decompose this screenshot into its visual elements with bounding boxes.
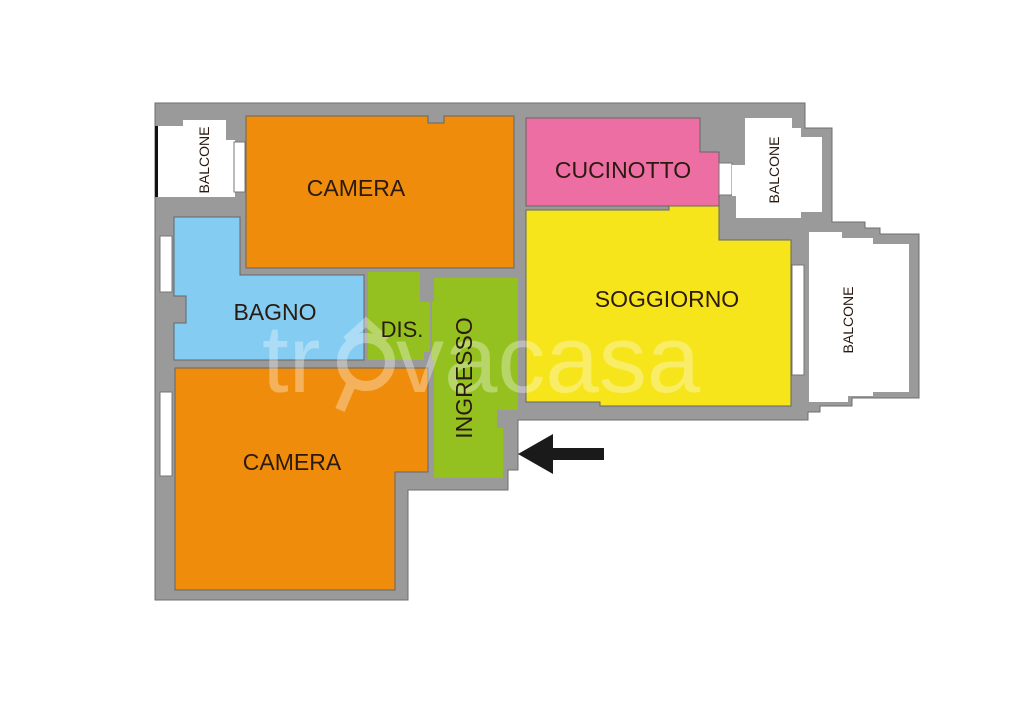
room-ingresso	[432, 278, 518, 478]
label-camera-bottom: CAMERA	[243, 449, 342, 475]
label-balcone-top-right: BALCONE	[766, 137, 782, 204]
balcone-top-right-area	[732, 118, 822, 218]
room-soggiorno	[525, 205, 792, 407]
window-balcone-left	[233, 141, 246, 193]
watermark: tr vacasa	[262, 306, 701, 413]
label-balcone-right: BALCONE	[840, 287, 856, 354]
room-cucinotto	[525, 117, 720, 207]
label-camera-top: CAMERA	[307, 175, 406, 201]
wall-dis-ingresso	[420, 270, 434, 302]
label-ingresso: INGRESSO	[451, 317, 477, 438]
room-camera-top	[245, 115, 515, 269]
balcone-left-rail	[155, 126, 158, 197]
watermark-text-rest: vacasa	[396, 306, 701, 413]
label-soggiorno: SOGGIORNO	[595, 286, 739, 312]
window-camera-bottom	[159, 391, 173, 477]
label-cucinotto: CUCINOTTO	[555, 157, 691, 183]
watermark-text-tr: tr	[262, 306, 321, 413]
window-cucinotto	[718, 162, 733, 196]
room-camera-bottom	[174, 367, 429, 591]
room-bagno	[173, 216, 365, 361]
entrance-arrow-icon	[518, 434, 604, 474]
window-soggiorno	[791, 264, 805, 376]
room-disimpegno	[368, 272, 430, 360]
label-bagno: BAGNO	[233, 299, 316, 325]
label-dis: DIS.	[381, 317, 424, 342]
balcone-left-area	[157, 120, 235, 197]
label-balcone-left: BALCONE	[196, 127, 212, 194]
window-bagno	[159, 235, 173, 293]
balcone-right-area	[809, 232, 909, 402]
